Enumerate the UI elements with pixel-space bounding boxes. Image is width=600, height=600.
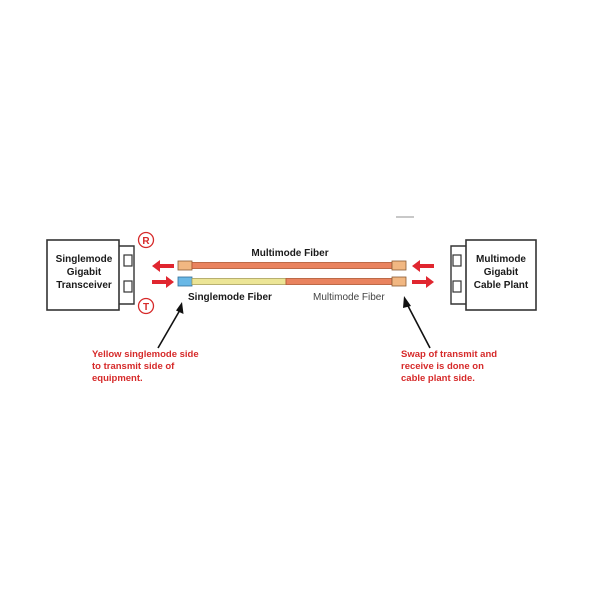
top-left-connector — [177, 260, 193, 271]
right-note-line-1: Swap of transmit and — [401, 349, 497, 360]
left-note: Yellow singlemode side to transmit side … — [92, 349, 199, 384]
right-note-line-2: receive is done on — [401, 361, 484, 372]
right-device: Multimode Gigabit Cable Plant — [450, 239, 537, 311]
left-note-line-3: equipment. — [92, 373, 143, 384]
left-device: Singlemode Gigabit Transceiver — [46, 239, 135, 311]
bottom-right-connector — [391, 276, 407, 287]
left-device-line-1: Singlemode — [56, 254, 113, 265]
left-port-receive — [123, 254, 133, 267]
right-device-line-3: Cable Plant — [474, 280, 529, 291]
top-right-connector — [391, 260, 407, 271]
right-port-bottom — [452, 280, 462, 293]
faint-mark — [396, 216, 414, 218]
transmit-letter: T — [143, 302, 149, 313]
right-arrow-transmit — [412, 276, 434, 288]
right-note-line-3: cable plant side. — [401, 373, 475, 384]
left-note-line-1: Yellow singlemode side — [92, 349, 199, 360]
left-arrow-receive — [152, 260, 174, 272]
right-device-line-1: Multimode — [476, 254, 526, 265]
receive-marker: R — [137, 231, 155, 249]
bottom-left-connector — [177, 276, 193, 287]
multimode-segment — [285, 278, 393, 285]
left-note-line-2: to transmit side of — [92, 361, 175, 372]
receive-letter: R — [142, 236, 150, 247]
multimode-fiber-label: Multimode Fiber — [313, 292, 385, 303]
right-port-top — [452, 254, 462, 267]
left-device-line-2: Gigabit — [67, 267, 102, 278]
bottom-mixed-fiber — [177, 276, 407, 287]
right-pointer-arrow — [403, 296, 431, 349]
left-device-line-3: Transceiver — [56, 280, 112, 291]
top-multimode-fiber — [177, 260, 407, 271]
left-arrow-transmit — [152, 276, 174, 288]
left-pointer-arrow — [157, 302, 184, 349]
transmit-marker: T — [137, 297, 155, 315]
right-note: Swap of transmit and receive is done on … — [401, 349, 497, 384]
singlemode-fiber-label: Singlemode Fiber — [188, 292, 272, 303]
singlemode-segment — [191, 278, 287, 285]
right-device-line-2: Gigabit — [484, 267, 519, 278]
right-arrow-receive — [412, 260, 434, 272]
left-port-transmit — [123, 280, 133, 293]
top-fiber-label: Multimode Fiber — [251, 248, 328, 259]
